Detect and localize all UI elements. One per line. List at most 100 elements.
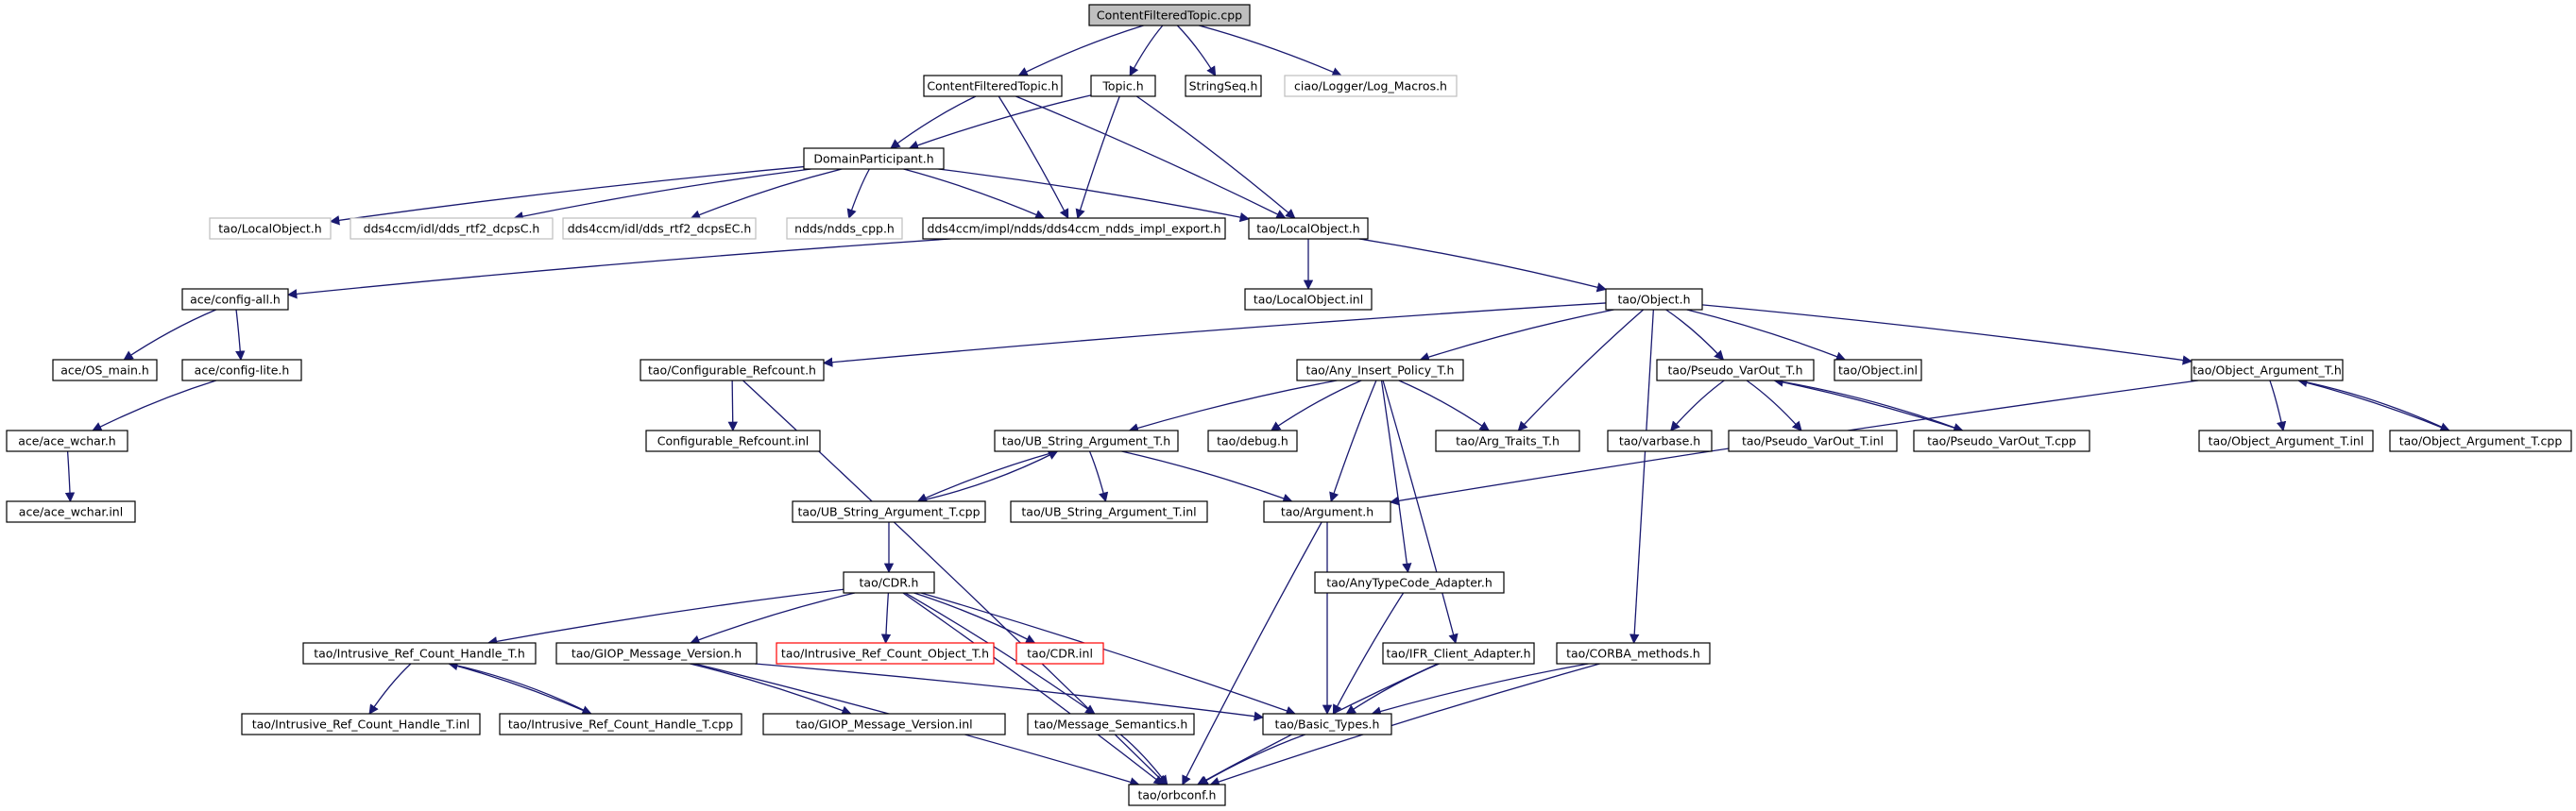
node-tao-intrusive-ref-count-handle-t-inl[interactable]: tao/Intrusive_Ref_Count_Handle_T.inl <box>241 713 481 735</box>
edge-n0-to-n4 <box>1199 25 1342 77</box>
node-label: ContentFilteredTopic.cpp <box>1097 8 1242 23</box>
node-dds4ccm-idl-dds-rtf2-dcpsec-h[interactable]: dds4ccm/idl/dds_rtf2_dcpsEC.h <box>562 217 757 240</box>
node-box <box>1605 288 1703 311</box>
edge-n35-to-n49 <box>1182 521 1322 786</box>
node-box <box>6 430 128 452</box>
node-label: tao/Argument.h <box>1281 505 1373 519</box>
node-tao-pseudo-varout-t-cpp[interactable]: tao/Pseudo_VarOut_T.cpp <box>1913 430 2090 452</box>
node-tao-cdr-h[interactable]: tao/CDR.h <box>843 571 935 594</box>
node-tao-any-insert-policy-t-h[interactable]: tao/Any_Insert_Policy_T.h <box>1296 359 1464 381</box>
node-configurable-refcount-inl[interactable]: Configurable_Refcount.inl <box>645 430 821 452</box>
node-box <box>1010 500 1208 523</box>
edge-n42-to-n48 <box>1345 663 1440 715</box>
node-tao-ub-string-argument-t-inl[interactable]: tao/UB_String_Argument_T.inl <box>1010 500 1208 523</box>
node-ndds-ndds-cpp-h[interactable]: ndds/ndds_cpp.h <box>786 217 903 240</box>
node-box <box>52 359 158 381</box>
node-tao-varbase-h[interactable]: tao/varbase.h <box>1607 430 1713 452</box>
edge-n14-to-n26 <box>1517 309 1645 431</box>
node-topic-h[interactable]: Topic.h <box>1090 75 1156 97</box>
node-box <box>1556 642 1711 665</box>
node-tao-debug-h[interactable]: tao/debug.h <box>1207 430 1298 452</box>
node-tao-localobject-h[interactable]: tao/LocalObject.h <box>209 217 332 240</box>
node-label: tao/Intrusive_Ref_Count_Handle_T.cpp <box>508 718 733 732</box>
node-tao-ub-string-argument-t-cpp[interactable]: tao/UB_String_Argument_T.cpp <box>792 500 986 523</box>
node-box <box>645 430 821 452</box>
node-box <box>181 288 289 311</box>
node-tao-pseudo-varout-t-inl[interactable]: tao/Pseudo_VarOut_T.inl <box>1728 430 1898 452</box>
edge-n5-to-n10 <box>903 168 1046 220</box>
edge-n5-to-n8 <box>690 168 843 220</box>
edge-n38-to-n45 <box>449 663 592 716</box>
node-tao-ub-string-argument-t-h[interactable]: tao/UB_String_Argument_T.h <box>994 430 1179 452</box>
node-ciao-logger-log-macros-h[interactable]: ciao/Logger/Log_Macros.h <box>1284 75 1458 97</box>
edge-n14-to-n20 <box>1686 309 1847 362</box>
node-tao-intrusive-ref-count-handle-t-h[interactable]: tao/Intrusive_Ref_Count_Handle_T.h <box>302 642 537 665</box>
node-ace-os-main-h[interactable]: ace/OS_main.h <box>52 359 158 381</box>
node-ace-config-lite-h[interactable]: ace/config-lite.h <box>181 359 302 381</box>
node-tao-corba-methods-h[interactable]: tao/CORBA_methods.h <box>1556 642 1711 665</box>
node-tao-object-h[interactable]: tao/Object.h <box>1605 288 1703 311</box>
node-tao-configurable-refcount-h[interactable]: tao/Configurable_Refcount.h <box>640 359 825 381</box>
node-ace-ace-wchar-inl[interactable]: ace/ace_wchar.inl <box>6 500 136 523</box>
node-box <box>1607 430 1713 452</box>
node-tao-localobject-inl[interactable]: tao/LocalObject.inl <box>1244 288 1373 311</box>
edge-n11-to-n14 <box>1358 238 1608 293</box>
edge-n5-to-n9 <box>846 168 870 219</box>
node-dds4ccm-impl-ndds-dds4ccm-ndds-impl-export-h[interactable]: dds4ccm/impl/ndds/dds4ccm_ndds_impl_expo… <box>922 217 1226 240</box>
node-label: tao/UB_String_Argument_T.cpp <box>797 505 980 519</box>
node-box <box>786 217 903 240</box>
node-box <box>1262 713 1392 735</box>
node-box <box>2191 359 2344 381</box>
node-tao-argument-h[interactable]: tao/Argument.h <box>1263 500 1391 523</box>
node-tao-giop-message-version-h[interactable]: tao/GIOP_Message_Version.h <box>555 642 758 665</box>
node-label: tao/Intrusive_Ref_Count_Handle_T.h <box>314 647 525 661</box>
node-box <box>1314 571 1505 594</box>
edge-n5-to-n6 <box>329 165 805 226</box>
node-tao-object-argument-t-inl[interactable]: tao/Object_Argument_T.inl <box>2198 430 2374 452</box>
node-contentfilteredtopic-cpp[interactable]: ContentFilteredTopic.cpp <box>1088 4 1251 26</box>
node-ace-config-all-h[interactable]: ace/config-all.h <box>181 288 289 311</box>
edge-n19-to-n27 <box>1670 380 1725 431</box>
node-tao-basic-types-h[interactable]: tao/Basic_Types.h <box>1262 713 1392 735</box>
edge-n21-to-n31 <box>2297 380 2450 432</box>
node-tao-anytypecode-adapter-h[interactable]: tao/AnyTypeCode_Adapter.h <box>1314 571 1505 594</box>
node-box <box>1090 75 1156 97</box>
node-tao-arg-traits-t-h[interactable]: tao/Arg_Traits_T.h <box>1435 430 1580 452</box>
node-label: tao/GIOP_Message_Version.inl <box>795 718 972 732</box>
node-tao-message-semantics-h[interactable]: tao/Message_Semantics.h <box>1027 713 1195 735</box>
node-label: tao/varbase.h <box>1619 434 1700 448</box>
edge-n19-to-n29 <box>1774 380 1964 433</box>
edge-n1-to-n10 <box>998 95 1069 219</box>
node-tao-object-argument-t-h[interactable]: tao/Object_Argument_T.h <box>2191 359 2344 381</box>
node-tao-pseudo-varout-t-h[interactable]: tao/Pseudo_VarOut_T.h <box>1656 359 1815 381</box>
node-label: DomainParticipant.h <box>813 152 933 166</box>
node-label: tao/LocalObject.h <box>1256 222 1359 236</box>
node-tao-ifr-client-adapter-h[interactable]: tao/IFR_Client_Adapter.h <box>1382 642 1535 665</box>
node-contentfilteredtopic-h[interactable]: ContentFilteredTopic.h <box>923 75 1063 97</box>
node-tao-object-argument-t-cpp[interactable]: tao/Object_Argument_T.cpp <box>2389 430 2572 452</box>
node-label: tao/UB_String_Argument_T.h <box>1002 434 1170 448</box>
node-ace-ace-wchar-h[interactable]: ace/ace_wchar.h <box>6 430 128 452</box>
node-box <box>499 713 742 735</box>
node-box <box>1027 713 1195 735</box>
node-stringseq-h[interactable]: StringSeq.h <box>1185 75 1262 97</box>
node-box <box>302 642 537 665</box>
node-tao-localobject-h[interactable]: tao/LocalObject.h <box>1248 217 1369 240</box>
edge-n18-to-n25 <box>1270 380 1362 431</box>
node-tao-intrusive-ref-count-handle-t-cpp[interactable]: tao/Intrusive_Ref_Count_Handle_T.cpp <box>499 713 742 735</box>
node-box <box>1207 430 1298 452</box>
node-box <box>1834 359 1922 381</box>
edge-n22-to-n32 <box>64 450 76 503</box>
node-box <box>776 642 995 665</box>
node-tao-orbconf-h[interactable]: tao/orbconf.h <box>1128 784 1226 806</box>
node-dds4ccm-idl-dds-rtf2-dcpsc-h[interactable]: dds4ccm/idl/dds_rtf2_dcpsC.h <box>350 217 554 240</box>
node-label: tao/Pseudo_VarOut_T.cpp <box>1927 434 2076 448</box>
node-tao-cdr-inl[interactable]: tao/CDR.inl <box>1015 642 1104 665</box>
node-label: tao/LocalObject.h <box>218 222 321 236</box>
node-tao-intrusive-ref-count-object-t-h[interactable]: tao/Intrusive_Ref_Count_Object_T.h <box>776 642 995 665</box>
node-tao-giop-message-version-inl[interactable]: tao/GIOP_Message_Version.inl <box>762 713 1006 735</box>
node-tao-object-inl[interactable]: tao/Object.inl <box>1834 359 1922 381</box>
node-domainparticipant-h[interactable]: DomainParticipant.h <box>803 147 945 170</box>
node-label: ace/ace_wchar.inl <box>19 505 123 519</box>
node-label: tao/orbconf.h <box>1138 788 1217 803</box>
